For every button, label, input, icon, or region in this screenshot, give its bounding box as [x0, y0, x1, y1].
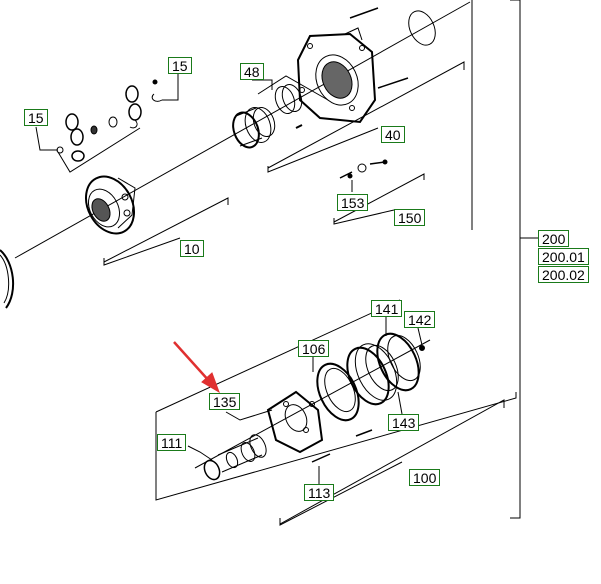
callout-141[interactable]: 141 — [371, 300, 403, 317]
bearing-part — [85, 175, 136, 235]
bracket-group-100-top-left — [155, 299, 401, 413]
bracket-group-100 — [279, 399, 505, 525]
bracket-group-100-top — [155, 392, 517, 501]
leader-135 — [225, 409, 273, 421]
callout-15-left[interactable]: 15 — [24, 109, 48, 126]
shaft-part-111 — [203, 434, 267, 481]
fitting-part-153 — [339, 159, 388, 179]
callout-143[interactable]: 143 — [388, 414, 420, 431]
pin-part-142 — [419, 345, 425, 351]
callout-40[interactable]: 40 — [381, 126, 405, 143]
leader-15-right — [162, 73, 179, 101]
bracket-group-48 — [257, 75, 329, 101]
callout-106[interactable]: 106 — [298, 340, 330, 357]
callout-135[interactable]: 135 — [209, 393, 241, 410]
bracket-group-10-tail — [103, 237, 181, 266]
callout-100[interactable]: 100 — [409, 469, 441, 486]
small-parts-15-left — [56, 79, 163, 162]
leader-111 — [187, 445, 213, 461]
bracket-group-10 — [103, 197, 229, 263]
bracket-group-200 — [510, 0, 521, 519]
callout-111[interactable]: 111 — [157, 434, 187, 451]
callout-150[interactable]: 150 — [394, 209, 426, 226]
callout-153[interactable]: 153 — [337, 194, 369, 211]
callout-113[interactable]: 113 — [304, 484, 335, 501]
callout-200[interactable]: 200 — [538, 230, 570, 247]
callout-142[interactable]: 142 — [404, 311, 436, 328]
bracket-group-40 — [267, 61, 465, 169]
housing-part-40 — [296, 7, 436, 124]
bracket-group-40-tail — [267, 127, 379, 173]
bracket-group-150-tail — [333, 209, 395, 225]
leader-48 — [252, 79, 273, 90]
leader-143 — [397, 391, 403, 415]
leader-15-left — [35, 126, 58, 151]
bolt-part-113 — [311, 429, 373, 463]
bracket-group-15 — [57, 127, 141, 173]
callout-10[interactable]: 10 — [180, 240, 204, 257]
hub-part-48 — [232, 83, 303, 149]
bracket-group-100-tail — [279, 461, 403, 526]
callout-200-01[interactable]: 200.01 — [538, 248, 589, 265]
leader-142 — [417, 327, 423, 346]
left-ring-part — [0, 249, 15, 309]
ring-part-143 — [376, 332, 421, 392]
ring-part-106 — [316, 362, 360, 422]
red-pointer-arrow — [173, 341, 220, 394]
ring-part-141 — [346, 343, 399, 406]
callout-200-02[interactable]: 200.02 — [538, 266, 589, 283]
callout-15-right[interactable]: 15 — [168, 57, 192, 74]
carrier-part-135 — [266, 390, 324, 454]
callout-48[interactable]: 48 — [240, 63, 264, 80]
